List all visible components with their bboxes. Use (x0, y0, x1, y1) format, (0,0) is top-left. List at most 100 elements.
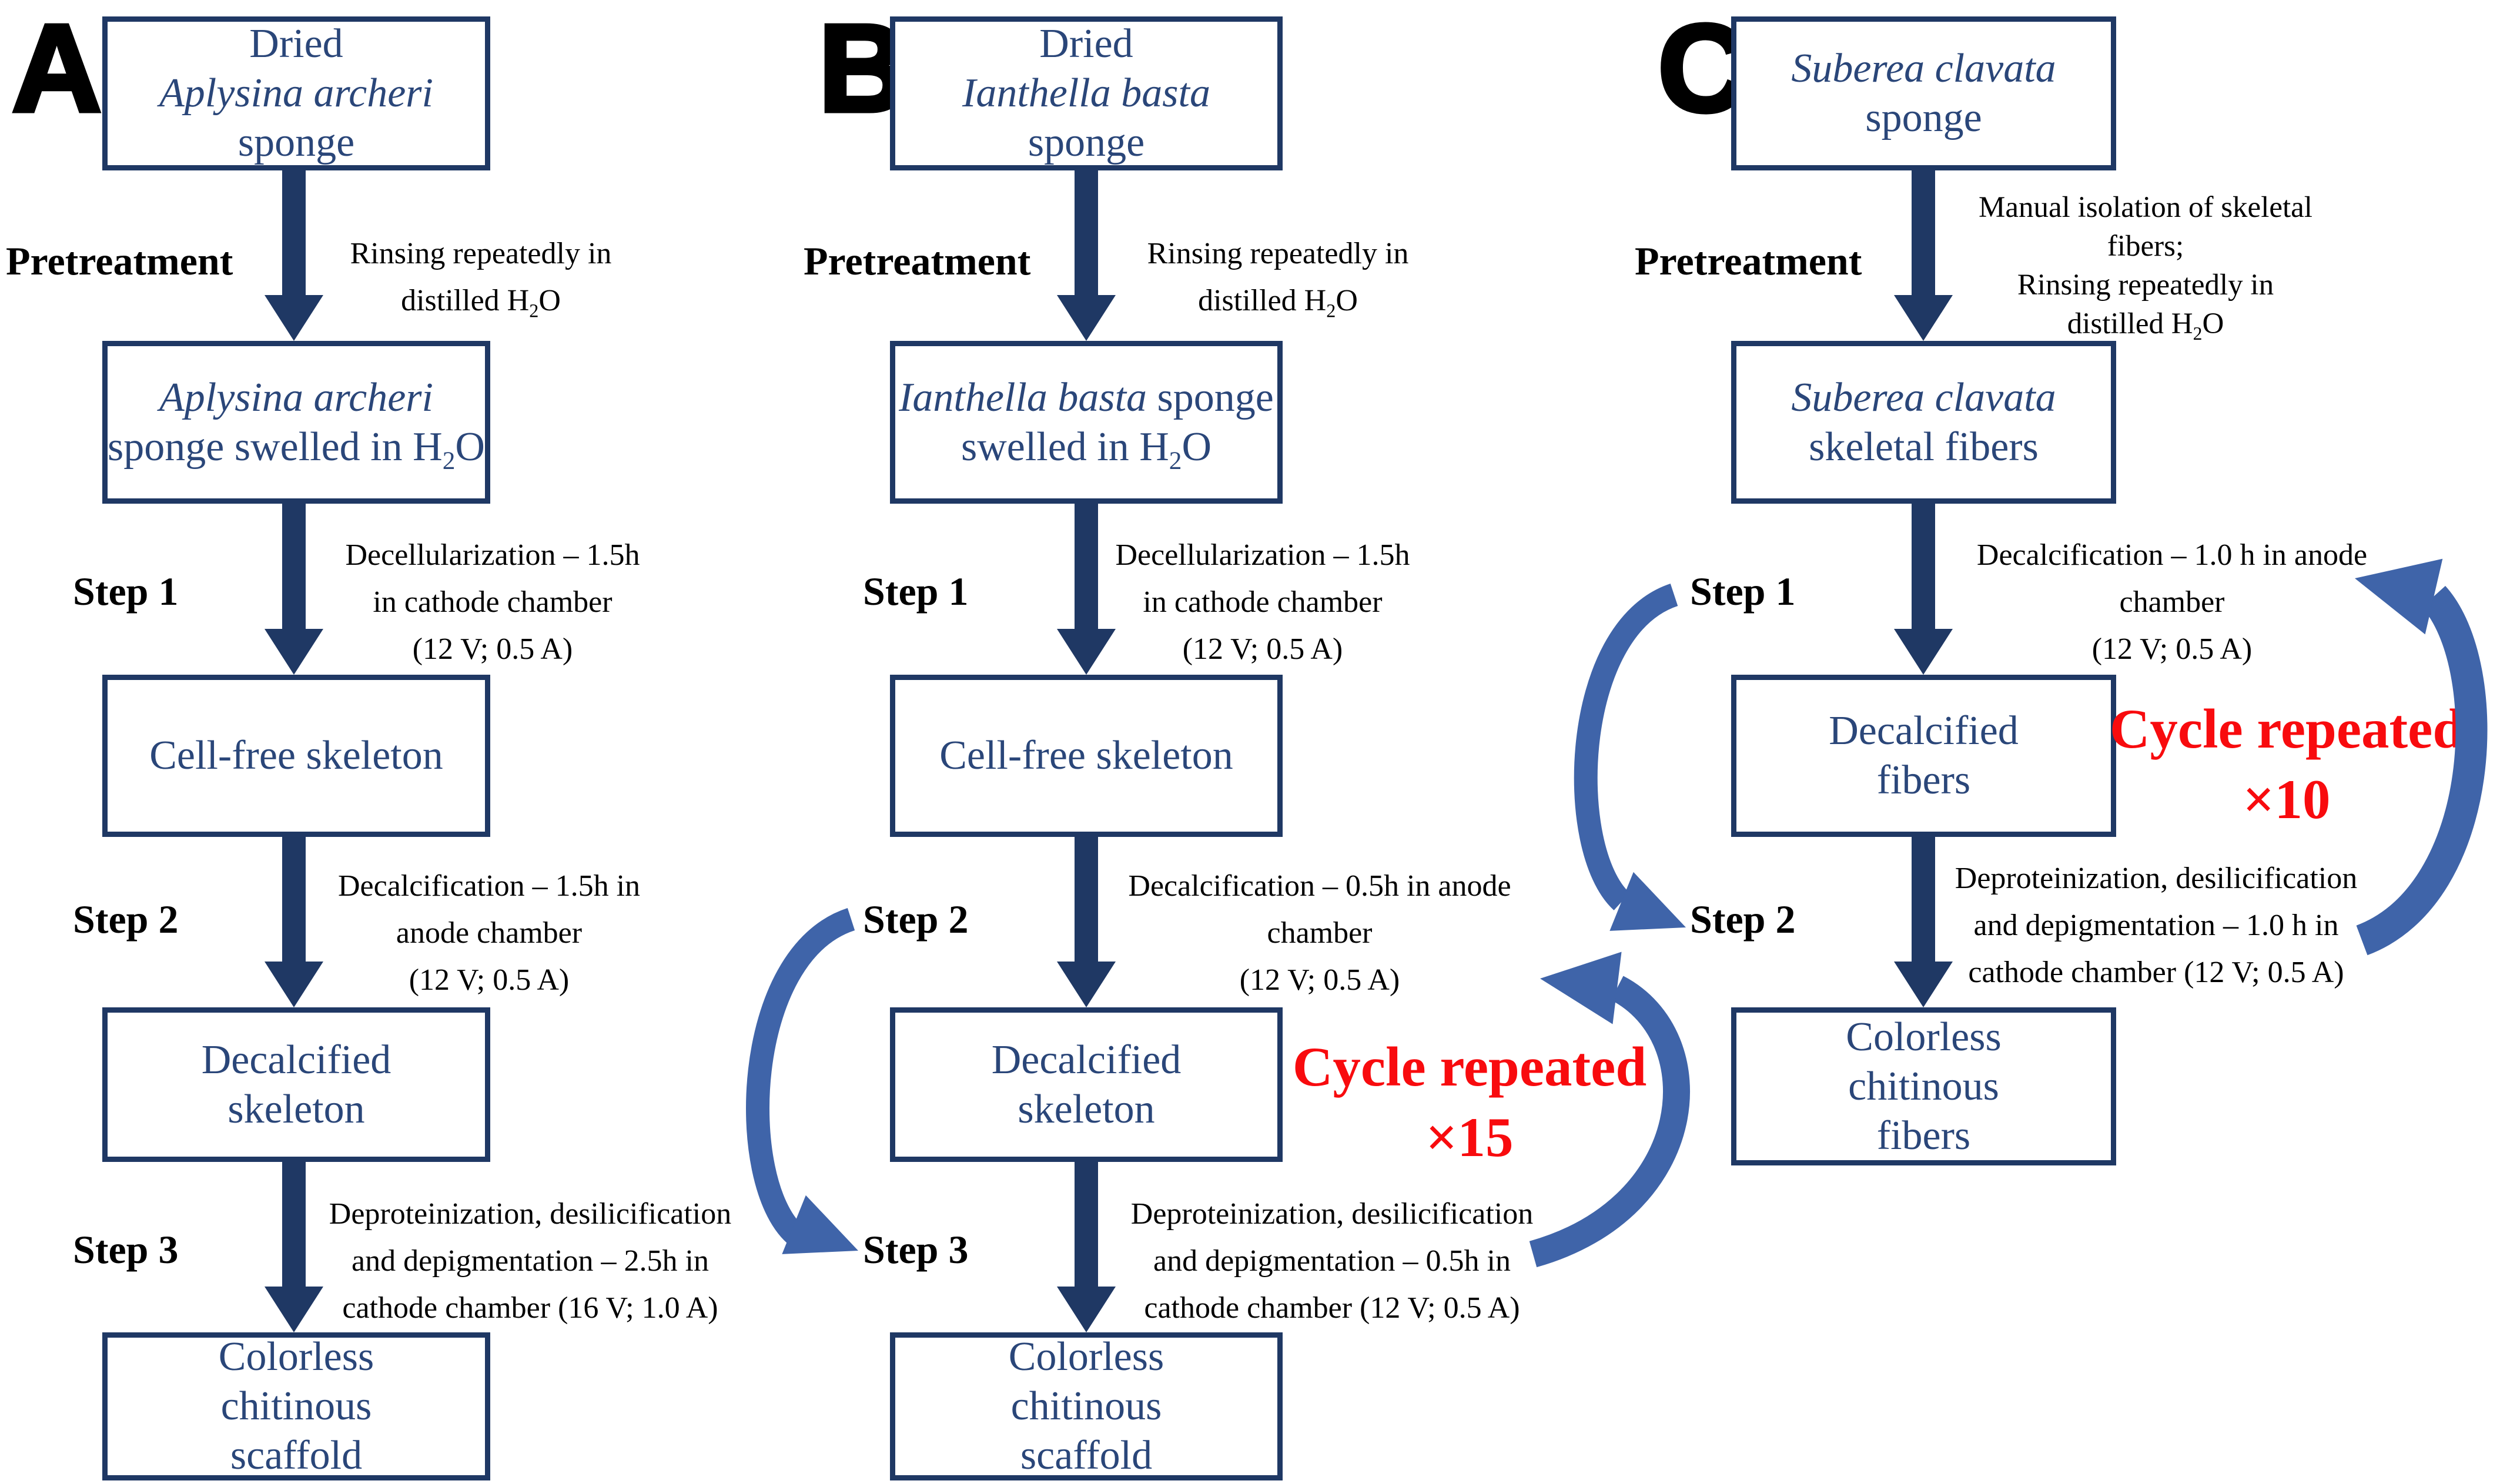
ann-line: and depigmentation – 1.0 h in (1973, 909, 2339, 942)
box-line: Cell-free skeleton (939, 733, 1233, 778)
species-name: Suberea clavata (1791, 46, 2056, 91)
flow-arrowhead-a-step2 (265, 962, 323, 1007)
ann-line: (12 V; 0.5 A) (1182, 632, 1343, 666)
box-line: skeleton (227, 1086, 365, 1132)
flow-arrow-b-step1 (1075, 504, 1098, 634)
box-c-colorless-fibers: Colorless chitinous fibers (1731, 1007, 2116, 1165)
cycle-note-line: Cycle repeated (1292, 1036, 1647, 1098)
ann-line: cathode chamber (12 V; 0.5 A) (1968, 956, 2344, 989)
box-line: fibers (1876, 758, 1971, 803)
box-a-swelled-sponge: Aplysina archeri sponge swelled in H2O (102, 341, 490, 504)
label-b-pretreatment: Pretreatment (804, 239, 1031, 283)
cycle-note-b: Cycle repeated ×15 (1293, 1031, 1646, 1173)
cycle-arrowhead-c-left (1609, 872, 1686, 931)
cycle-note-line: ×10 (2243, 768, 2331, 830)
flow-arrowhead-c-pretreatment (1894, 295, 1953, 341)
label-a-pretreatment: Pretreatment (6, 239, 233, 283)
ann-line: Rinsing repeatedly in (350, 237, 612, 270)
label-c-step1: Step 1 (1690, 569, 1796, 614)
box-line: sponge (237, 120, 355, 165)
flow-arrowhead-c-step1 (1894, 629, 1953, 675)
box-b-cellfree-skeleton: Cell-free skeleton (890, 675, 1283, 837)
cycle-arrowhead-c-right (2355, 558, 2443, 635)
ann-line: cathode chamber (16 V; 1.0 A) (342, 1291, 718, 1325)
ann-line: Decalcification – 1.0 h in anode (1976, 538, 2368, 572)
ann-a-step1: Decellularization – 1.5h in cathode cham… (345, 532, 640, 673)
flow-arrowhead-b-step3 (1057, 1287, 1116, 1332)
ann-a-step3: Deproteinization, desilicification and d… (329, 1191, 731, 1332)
box-b-swelled-sponge: Ianthella basta sponge swelled in H2O (890, 341, 1283, 504)
box-a-decalcified-skeleton: Decalcified skeleton (102, 1007, 490, 1162)
ann-line: Decellularization – 1.5h (1115, 538, 1410, 572)
ann-line: chamber (1267, 916, 1373, 950)
species-name: Aplysina archeri (159, 71, 433, 116)
box-line: Decalcified (1829, 708, 2019, 753)
flow-arrowhead-a-step1 (265, 629, 323, 675)
box-line: chitinous (1010, 1383, 1162, 1429)
ann-b-pretreatment: Rinsing repeatedly in distilled H2O (1147, 230, 1409, 324)
box-c-skeletal-fibers: Suberea clavata skeletal fibers (1731, 341, 2116, 504)
cycle-arrowhead-b-left (782, 1195, 858, 1254)
flow-arrow-a-step2 (282, 837, 306, 966)
box-b-colorless-scaffold: Colorless chitinous scaffold (890, 1332, 1283, 1480)
ann-b-step3: Deproteinization, desilicification and d… (1131, 1191, 1533, 1332)
box-line: Cell-free skeleton (149, 733, 443, 778)
box-b-dried-sponge: Dried Ianthella basta sponge (890, 16, 1283, 170)
cycle-note-line: Cycle repeated (2109, 698, 2464, 760)
ann-line: and depigmentation – 2.5h in (351, 1244, 709, 1278)
flow-arrow-a-pretreatment (282, 170, 306, 300)
box-line: scaffold (230, 1433, 363, 1478)
cycle-note-line: ×15 (1425, 1106, 1514, 1168)
flow-arrowhead-b-pretreatment (1057, 295, 1116, 341)
box-line: sponge (1865, 95, 1982, 140)
box-line: sponge (1028, 120, 1145, 165)
cycle-note-c: Cycle repeated ×10 (2110, 694, 2464, 835)
cycle-arrow-b-left (746, 907, 855, 1243)
ann-line: distilled H2O (1198, 284, 1358, 321)
species-name: Aplysina archeri (159, 374, 433, 420)
species-name: Suberea clavata (1791, 374, 2056, 420)
box-line: Decalcified (991, 1037, 1182, 1083)
box-line: chitinous (1848, 1063, 1999, 1109)
box-line: chitinous (220, 1383, 372, 1429)
ann-line: Deproteinization, desilicification (1130, 1197, 1534, 1231)
label-b-step3: Step 3 (863, 1227, 969, 1272)
flow-arrowhead-c-step2 (1894, 962, 1953, 1007)
ann-line: Decalcification – 0.5h in anode (1128, 869, 1511, 903)
label-a-step2: Step 2 (73, 897, 179, 942)
ann-line: Decalcification – 1.5h in (337, 869, 641, 903)
box-line: scaffold (1020, 1433, 1153, 1478)
flow-arrowhead-b-step2 (1057, 962, 1116, 1007)
ann-c-step1: Decalcification – 1.0 h in anode chamber… (1977, 532, 2367, 673)
flow-arrow-c-pretreatment (1912, 170, 1935, 300)
ann-c-pretreatment: Manual isolation of skeletal fibers; Rin… (1979, 188, 2312, 343)
ann-line: Manual isolation of skeletal (1979, 191, 2312, 224)
box-line: Decalcified (201, 1037, 391, 1083)
ann-b-step1: Decellularization – 1.5h in cathode cham… (1115, 532, 1410, 673)
box-a-cellfree-skeleton: Cell-free skeleton (102, 675, 490, 837)
box-line: Colorless (1008, 1334, 1164, 1379)
species-name: Ianthella basta (962, 71, 1210, 116)
ann-line: fibers; (2107, 230, 2184, 263)
flow-arrowhead-a-step3 (265, 1287, 323, 1332)
ann-line: in cathode chamber (373, 585, 613, 619)
flow-arrow-b-step2 (1075, 837, 1098, 966)
label-a-step3: Step 3 (73, 1227, 179, 1272)
ann-line: Deproteinization, desilicification (1955, 862, 2358, 895)
panel-letter-a: A (9, 0, 103, 138)
flow-arrow-c-step1 (1912, 504, 1935, 634)
ann-a-step2: Decalcification – 1.5h in anode chamber … (338, 863, 640, 1004)
ann-line: Deproteinization, desilicification (329, 1197, 732, 1231)
ann-line: (12 V; 0.5 A) (412, 632, 573, 666)
cycle-arrow-b-right (1529, 976, 1690, 1268)
ann-line: cathode chamber (12 V; 0.5 A) (1144, 1291, 1520, 1325)
box-line: sponge swelled in H2O (108, 424, 485, 475)
box-c-sponge: Suberea clavata sponge (1731, 16, 2116, 170)
ann-line: (12 V; 0.5 A) (409, 963, 570, 997)
cycle-arrow-c-right (2355, 585, 2488, 956)
ann-line: distilled H2O (401, 284, 561, 321)
ann-line: chamber (2119, 585, 2225, 619)
ann-line: (12 V; 0.5 A) (2091, 632, 2253, 666)
